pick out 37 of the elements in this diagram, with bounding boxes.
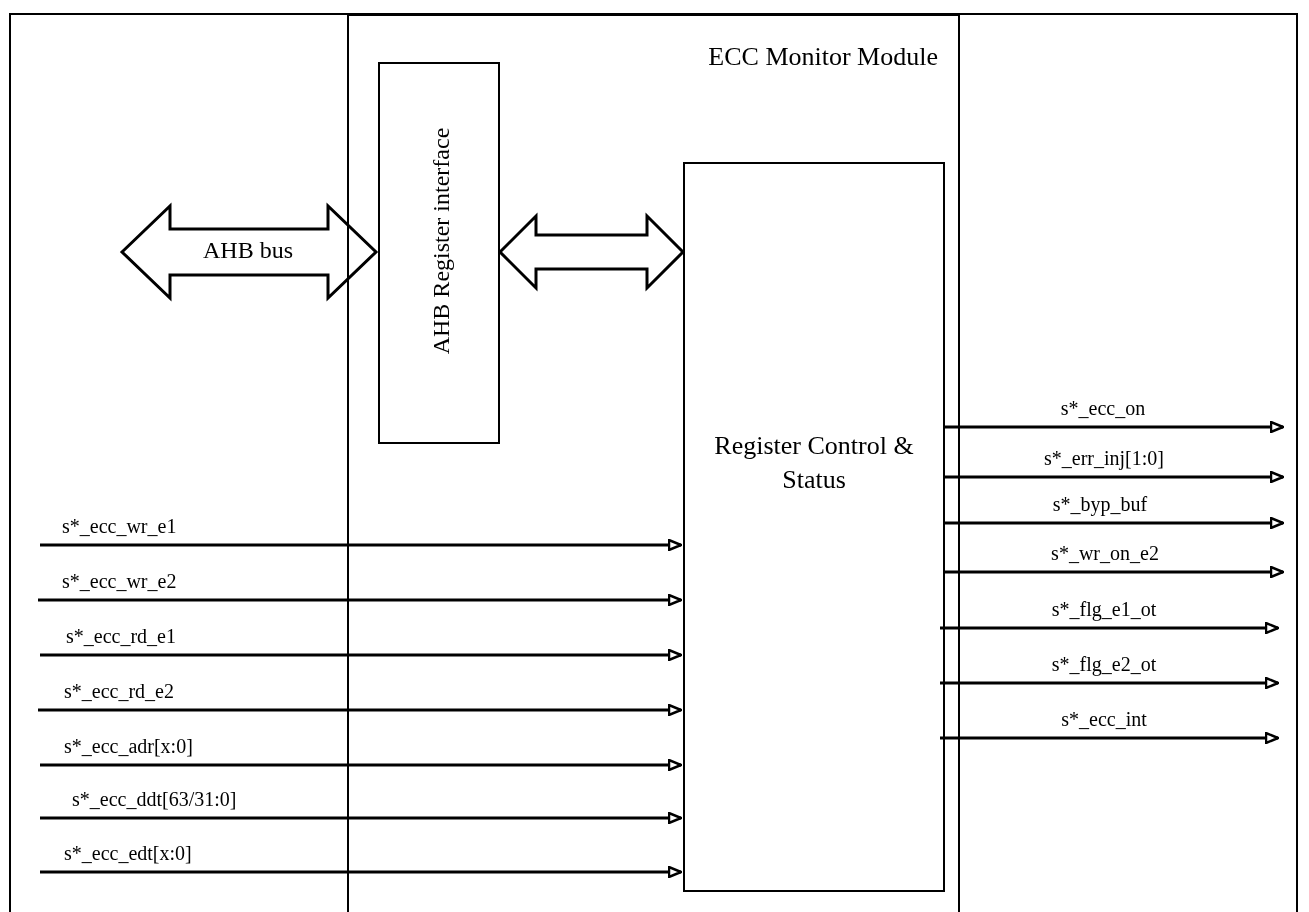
signal-arrow: [945, 516, 1285, 530]
signal-arrow: [40, 648, 683, 662]
signal-label: s*_err_inj[1:0]: [1044, 448, 1164, 468]
signal-arrow: [40, 865, 683, 879]
signal-arrow: [940, 676, 1280, 690]
module-title: ECC Monitor Module: [708, 42, 938, 72]
signal-label: s*_flg_e1_ot: [1051, 599, 1157, 619]
signal-label: s*_ecc_rd_e2: [64, 681, 174, 701]
block-label: Register Control & Status: [713, 430, 915, 496]
arrow-label: AHB bus: [203, 238, 293, 262]
signal-label: s*_ecc_rd_e1: [66, 626, 176, 646]
signal-label: s*_flg_e2_ot: [1051, 654, 1157, 674]
block-arrow: [497, 212, 686, 292]
signal-arrow: [38, 703, 683, 717]
signal-label: s*_ecc_wr_e1: [62, 516, 177, 536]
signal-label: s*_ecc_ddt[63/31:0]: [72, 789, 237, 809]
register-block: [683, 162, 945, 892]
signal-arrow: [40, 811, 683, 825]
signal-arrow: [940, 731, 1280, 745]
block-arrow: [119, 202, 379, 302]
signal-arrow: [40, 538, 683, 552]
signal-arrow: [38, 593, 683, 607]
block-label: AHB Register interface: [427, 126, 455, 357]
signal-arrow: [40, 758, 683, 772]
module-box: [347, 14, 960, 912]
signal-label: s*_ecc_on: [1060, 398, 1146, 418]
signal-label: s*_ecc_adr[x:0]: [64, 736, 193, 756]
signal-label: s*_ecc_wr_e2: [62, 571, 177, 591]
interface-box: [378, 62, 500, 444]
signal-label: s*_ecc_int: [1061, 709, 1147, 729]
signal-label: s*_wr_on_e2: [1051, 543, 1159, 563]
signal-label: s*_byp_buf: [1052, 494, 1148, 514]
signal-arrow: [945, 565, 1285, 579]
signal-arrow: [945, 470, 1285, 484]
signal-arrow: [945, 420, 1285, 434]
signal-arrow: [940, 621, 1280, 635]
signal-label: s*_ecc_edt[x:0]: [64, 843, 192, 863]
